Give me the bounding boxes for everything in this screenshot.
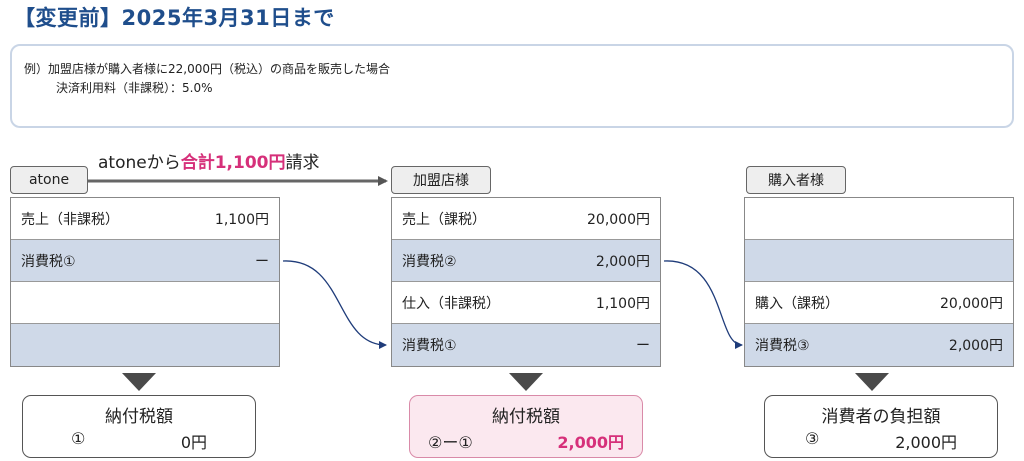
ledger-row: 仕入（非課税）1,100円 [392, 282, 660, 324]
party-atone-tag: atone [10, 166, 88, 194]
ledger-row [11, 282, 279, 324]
result-key: ②ー① [428, 433, 473, 452]
billing-amount: 合計1,100円 [180, 153, 286, 173]
merchant-result-box: 納付税額 ②ー① 2,000円 [409, 395, 643, 458]
result-value: 2,000円 [557, 433, 624, 452]
ledger-row [745, 198, 1013, 240]
result-value: 0円 [180, 433, 207, 452]
ledger-row: 売上（課税）20,000円 [392, 198, 660, 240]
down-arrow-icon [509, 373, 543, 391]
page-title: 【変更前】2025年3月31日まで [14, 6, 335, 30]
billing-suffix: 請求 [285, 153, 320, 173]
result-key: ③ [805, 429, 820, 448]
example-line-2: 決済利用料（非課税）：5.0% [56, 81, 213, 95]
ledger-row: 売上（非課税）1,100円 [11, 198, 279, 240]
result-value: 2,000円 [895, 433, 957, 452]
ledger-row: 購入（課税）20,000円 [745, 282, 1013, 324]
ledger-row [745, 240, 1013, 282]
result-title: 消費者の負担額 [821, 407, 941, 427]
tax-connector-1 [282, 260, 387, 349]
down-arrow-icon [855, 373, 889, 391]
party-merchant-tag: 加盟店様 [391, 166, 491, 194]
example-box: 例）加盟店様が購入者様に22,000円（税込）の商品を販売した場合 決済利用料（… [10, 44, 1014, 128]
ledger-row [11, 324, 279, 366]
billing-label: atoneから合計1,100円請求 [98, 148, 320, 173]
example-line-1: 例）加盟店様が購入者様に22,000円（税込）の商品を販売した場合 [24, 62, 390, 76]
result-title: 納付税額 [492, 407, 560, 427]
tax-connector-2 [663, 260, 743, 349]
billing-prefix: atoneから [98, 153, 181, 173]
result-key: ① [71, 429, 86, 448]
atone-result-box: 納付税額 ① 0円 [22, 395, 256, 458]
party-buyer-tag: 購入者様 [746, 166, 846, 194]
result-title: 納付税額 [105, 407, 173, 427]
buyer-result-box: 消費者の負担額 ③ 2,000円 [764, 395, 998, 458]
down-arrow-icon [122, 373, 156, 391]
